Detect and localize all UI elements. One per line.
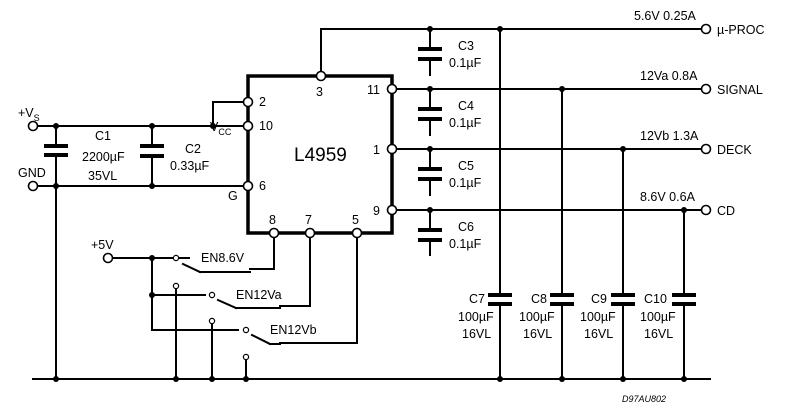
output-uproc-name: µ-PROC: [717, 23, 764, 37]
pin-9-label: 9: [373, 204, 380, 218]
output-cd-spec: 8.6V 0.6A: [640, 190, 696, 204]
svg-text:100µF: 100µF: [640, 310, 676, 324]
output-signal-spec: 12Va 0.8A: [640, 69, 698, 83]
junction-dots: [53, 26, 687, 382]
outputs: 5.6V 0.25A µ-PROC 12Va 0.8A SIGNAL 12Vb …: [634, 9, 764, 218]
svg-text:0.1µF: 0.1µF: [449, 176, 482, 190]
c5-capacitor: C5 0.1µF: [418, 159, 482, 190]
svg-text:16VL: 16VL: [523, 327, 552, 341]
svg-text:35VL: 35VL: [88, 169, 117, 183]
switch-en86v: EN8.6V: [172, 251, 251, 290]
output-deck-name: DECK: [717, 143, 752, 157]
svg-text:C7: C7: [469, 292, 485, 306]
svg-text:C5: C5: [458, 159, 474, 173]
svg-text:2200µF: 2200µF: [82, 150, 125, 164]
l4959-chip: L4959: [246, 74, 394, 235]
svg-text:100µF: 100µF: [580, 310, 616, 324]
c4-capacitor: C4 0.1µF: [418, 99, 482, 130]
chip-name: L4959: [294, 145, 347, 166]
switch-en12vb: EN12Vb: [242, 323, 317, 361]
output-deck-spec: 12Vb 1.3A: [640, 129, 699, 143]
svg-text:100µF: 100µF: [519, 310, 555, 324]
pin-11-label: 11: [367, 83, 380, 97]
c8-capacitor: C8 100µF 16VL: [519, 292, 574, 341]
svg-text:EN12Va: EN12Va: [236, 288, 282, 302]
capacitors: C1 2200µF 35VL C2 0.33µF C3 0.1µF C4 0.1…: [44, 39, 696, 341]
svg-text:C1: C1: [95, 129, 111, 143]
pin-markers: [27, 23, 712, 264]
svg-text:16VL: 16VL: [644, 327, 673, 341]
svg-text:C4: C4: [458, 99, 474, 113]
gnd-label: GND: [18, 166, 46, 180]
svg-text:C3: C3: [458, 39, 474, 53]
plus5v-label: +5V: [91, 238, 114, 252]
svg-text:C10: C10: [644, 292, 667, 306]
svg-text:EN12Vb: EN12Vb: [270, 323, 317, 337]
switch-en12va: EN12Va: [208, 288, 282, 325]
vs-label: +VS: [18, 106, 40, 123]
c9-capacitor: C9 100µF 16VL: [580, 292, 635, 341]
wires: [32, 28, 711, 380]
svg-text:C8: C8: [531, 292, 547, 306]
output-uproc-spec: 5.6V 0.25A: [634, 9, 697, 23]
g-label: G: [228, 189, 238, 203]
output-cd-name: CD: [717, 204, 735, 218]
c10-capacitor: C10 100µF 16VL: [640, 292, 696, 341]
reference-code: D97AU802: [622, 394, 666, 404]
pin-5-label: 5: [352, 213, 359, 227]
svg-text:0.33µF: 0.33µF: [170, 159, 210, 173]
pin-1-label: 1: [373, 143, 380, 157]
pin-6-label: 6: [259, 179, 266, 193]
pin-3-label: 3: [316, 85, 323, 99]
supply-labels: +VS GND +5V: [18, 106, 114, 252]
pin-10-label: 10: [259, 119, 273, 133]
c2-capacitor: C2 0.33µF: [140, 142, 210, 173]
svg-text:0.1µF: 0.1µF: [449, 116, 482, 130]
svg-text:100µF: 100µF: [458, 310, 494, 324]
c7-capacitor: C7 100µF 16VL: [458, 292, 512, 341]
c3-capacitor: C3 0.1µF: [418, 39, 482, 70]
enable-switches: EN8.6V EN12Va EN12Vb: [172, 251, 317, 361]
c1-capacitor: C1 2200µF 35VL: [44, 129, 125, 183]
c6-capacitor: C6 0.1µF: [418, 220, 482, 251]
svg-text:C6: C6: [458, 220, 474, 234]
pin-8-label: 8: [269, 213, 276, 227]
pin-2-label: 2: [259, 95, 266, 109]
svg-text:C2: C2: [185, 142, 201, 156]
svg-text:EN8.6V: EN8.6V: [201, 251, 245, 265]
svg-text:0.1µF: 0.1µF: [449, 56, 482, 70]
svg-text:C9: C9: [591, 292, 607, 306]
pin-numbers: 2 10 6 3 11 1 9 8 7 5 VCC G: [210, 83, 380, 227]
svg-text:16VL: 16VL: [584, 327, 613, 341]
svg-text:0.1µF: 0.1µF: [449, 237, 482, 251]
pin-7-label: 7: [305, 213, 312, 227]
svg-text:16VL: 16VL: [462, 327, 491, 341]
output-signal-name: SIGNAL: [717, 83, 763, 97]
